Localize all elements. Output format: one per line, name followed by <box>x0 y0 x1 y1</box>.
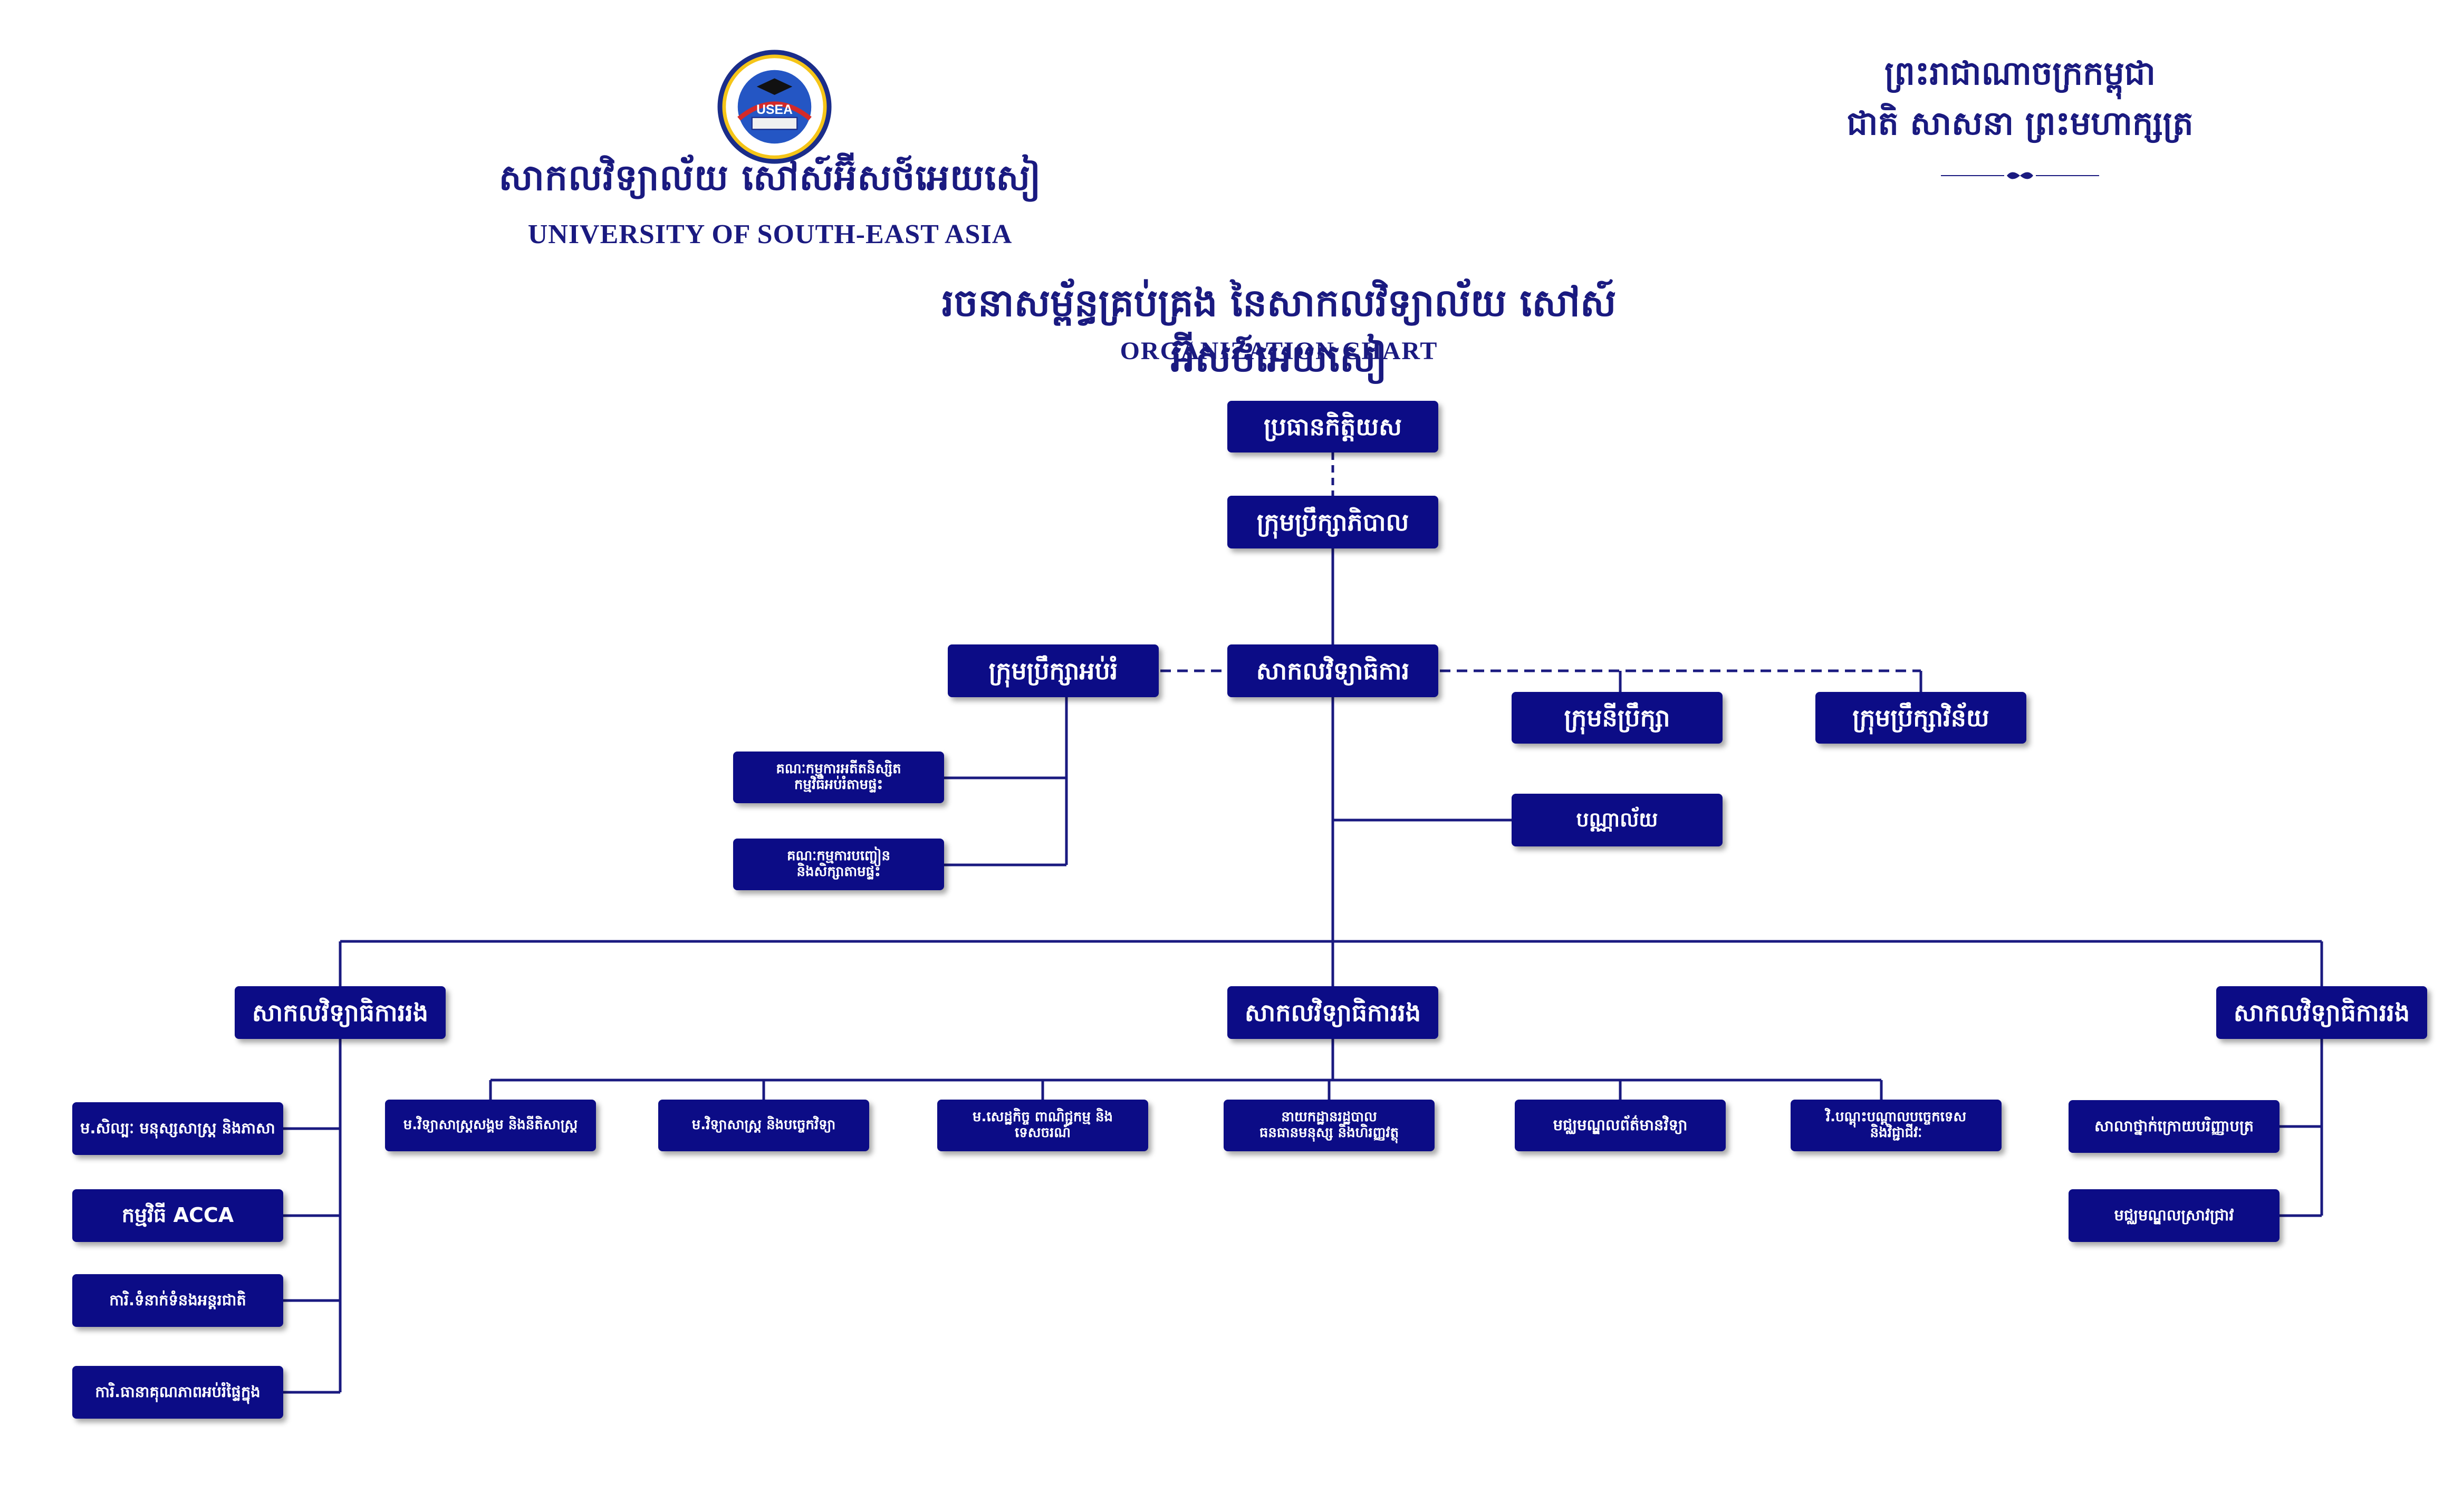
node-board-of-directors: ក្រុមប្រឹក្សាភិបាល <box>1227 496 1438 548</box>
kingdom-motto-line2: ជាតិ សាសនា ព្រះមហាក្សត្រ <box>1846 104 2194 142</box>
node-vice-rector-center: សាកលវិទ្យាធិការរង <box>1227 986 1438 1039</box>
node-vocational-institute: វិ.បណ្តុះបណ្តាលបច្ចេកទេសនិងវិជ្ជាជីវៈ <box>1791 1100 2002 1151</box>
node-it-center: មជ្ឈមណ្ឌលព័ត៌មានវិទ្យា <box>1515 1100 1726 1151</box>
node-honorary-president: ប្រធានកិត្តិយស <box>1227 401 1438 452</box>
university-name-en: UNIVERSITY OF SOUTH-EAST ASIA <box>527 219 1013 249</box>
node-rector: សាកលវិទ្យាធិការ <box>1227 644 1438 697</box>
node-admin-department: នាយកដ្ឋានរដ្ឋបាលធនធានមនុស្ស និងហិរញ្ញវត្… <box>1224 1100 1435 1151</box>
chart-title-kh: រចនាសម្ព័ន្ធគ្រប់គ្រង នៃសាកលវិទ្យាល័យ សៅ… <box>941 281 1617 380</box>
node-international-office: ការិ.ទំនាក់ទំនងអន្តរជាតិ <box>72 1274 283 1327</box>
kingdom-motto-line1: ព្រះរាជាណាចក្រកម្ពុជា <box>1884 54 2156 92</box>
university-name-kh: សាកលវិទ្យាល័យ សៅស៍អ៊ីសថ៍អេយសៀ <box>498 157 1042 199</box>
node-vice-rector-right: សាកលវិទ្យាធិការរង <box>2216 986 2427 1039</box>
node-academic-council: ក្រុមនីប្រឹក្សា <box>1512 692 1723 744</box>
node-committee-alumni: គណៈកម្មការអតីតនិស្សិតកម្មវិធីអប់រំតាមផ្ទ… <box>733 752 944 803</box>
node-discipline-council: ក្រុមប្រឹក្សាវិន័យ <box>1815 692 2026 744</box>
node-vice-rector-left: សាកលវិទ្យាធិការរង <box>235 986 446 1039</box>
node-education-council: ក្រុមប្រឹក្សាអប់រំ <box>948 644 1159 697</box>
logo-label: USEA <box>756 103 793 117</box>
node-faculty-arts: ម.សិល្បៈ មនុស្សសាស្ត្រ និងភាសា <box>72 1102 283 1155</box>
node-graduate-school: សាលាថ្នាក់ក្រោយបរិញ្ញាបត្រ <box>2069 1100 2280 1153</box>
node-library: បណ្ណាល័យ <box>1512 794 1723 846</box>
node-quality-assurance: ការិ.ធានាគុណភាពអប់រំផ្ទៃក្នុង <box>72 1366 283 1419</box>
node-faculty-social-science: ម.វិទ្យាសាស្ត្រសង្គម និងនីតិសាស្ត្រ <box>385 1100 596 1151</box>
chart-title-en: ORGANIZATION CHART <box>1120 337 1438 365</box>
ornament-divider <box>1941 172 2099 179</box>
node-faculty-economics: ម.សេដ្ឋកិច្ច ពាណិជ្ជកម្ម និងទេសចរណ៍ <box>937 1100 1148 1151</box>
university-logo: USEA <box>717 50 832 164</box>
node-committee-distance: គណៈកម្មការបញ្ចៀននិងសិក្សាតាមផ្ទះ <box>733 839 944 890</box>
node-research-center: មជ្ឈមណ្ឌលស្រាវជ្រាវ <box>2069 1189 2280 1242</box>
node-faculty-science-tech: ម.វិទ្យាសាស្ត្រ និងបច្ចេកវិទ្យា <box>658 1100 869 1151</box>
node-acca-program: កម្មវិធី ACCA <box>72 1189 283 1242</box>
